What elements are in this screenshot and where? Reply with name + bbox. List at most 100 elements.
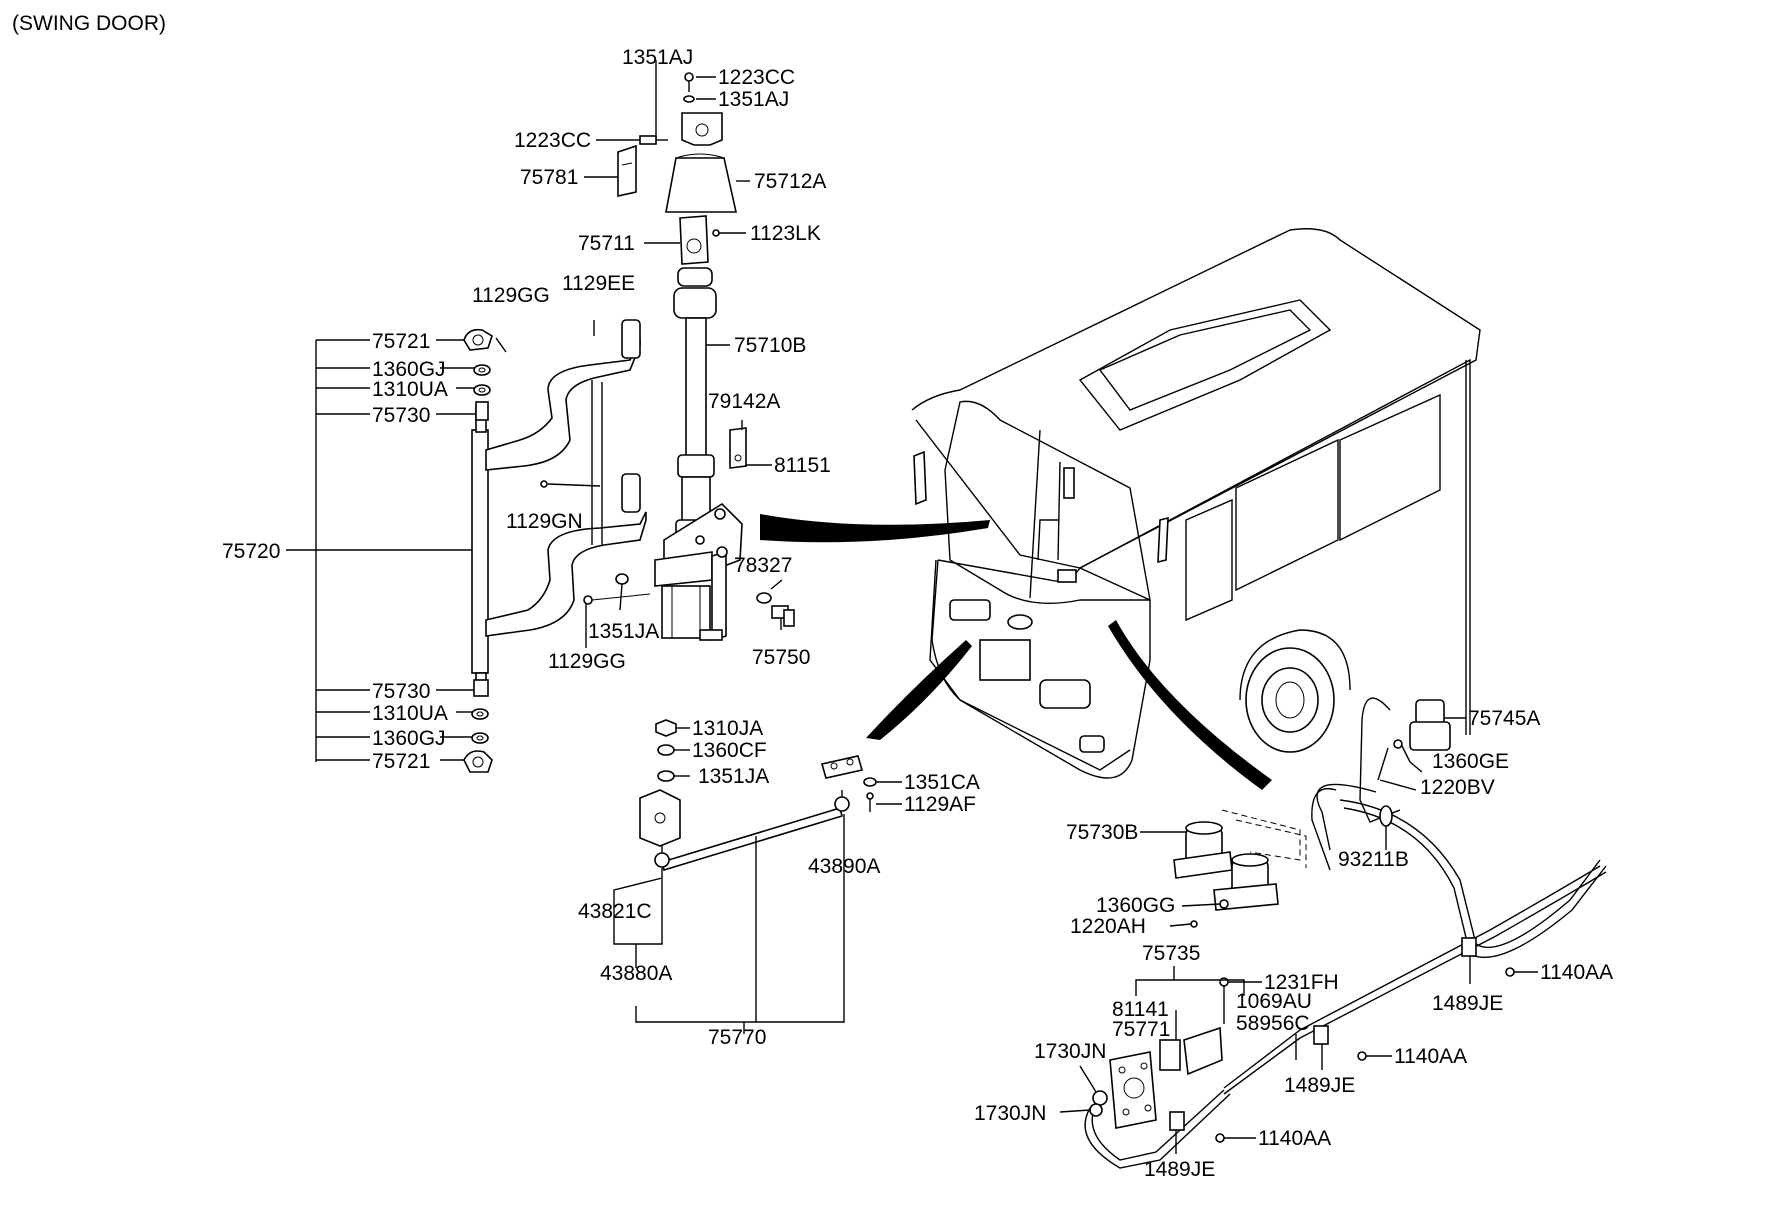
steering-column-assembly — [583, 60, 795, 648]
bracket-79142A — [729, 420, 772, 469]
label-1220AH: 1220AH — [1070, 915, 1146, 938]
bolt-1351JA — [615, 573, 629, 611]
washer-1310UA-bot — [471, 708, 489, 720]
label-1310UA-bot: 1310UA — [372, 702, 448, 725]
label-75770: 75770 — [708, 1026, 766, 1049]
label-1360CF: 1360CF — [692, 739, 767, 762]
label-75720: 75720 — [222, 540, 280, 563]
label-81151: 81151 — [774, 454, 831, 477]
label-43880A: 43880A — [600, 962, 672, 985]
label-1140AA-2: 1140AA — [1394, 1045, 1467, 1068]
bolt-1129GG-lower — [583, 593, 651, 648]
bracket-81141 — [1159, 1010, 1223, 1076]
bolt-1129AF — [866, 792, 902, 812]
label-1351CA: 1351CA — [904, 771, 980, 794]
washer-1351JA-low — [657, 770, 690, 782]
label-75745A: 75745A — [1468, 707, 1540, 730]
rod-end-75730-bot — [473, 679, 489, 697]
label-1310JA: 1310JA — [692, 717, 763, 740]
label-58956C: 58956C — [1236, 1012, 1310, 1035]
label-1360GJ-top: 1360GJ — [372, 358, 446, 381]
rod-end-75730-top — [475, 401, 489, 421]
washer-1351AJ-top — [683, 95, 716, 103]
label-1140AA-1: 1140AA — [1540, 961, 1613, 984]
label-1140AA-3: 1140AA — [1258, 1127, 1331, 1150]
bracket-upper-43890A — [820, 755, 864, 779]
label-75750: 75750 — [752, 646, 810, 669]
valve-body — [654, 502, 743, 642]
label-75735: 75735 — [1142, 942, 1200, 965]
link-rod-assembly — [613, 719, 902, 1034]
label-1129EE: 1129EE — [562, 272, 635, 295]
label-1069AU: 1069AU — [1236, 990, 1312, 1013]
pointer-arrows — [760, 514, 1272, 790]
bracket-lower — [639, 789, 681, 847]
label-1129GG-top: 1129GG — [472, 284, 550, 307]
label-81141: 81141 — [1112, 998, 1169, 1021]
label-75710B: 75710B — [734, 334, 806, 357]
union-93211B — [1379, 805, 1393, 850]
washer-1310UA-top — [473, 384, 491, 396]
valve-75730B — [1140, 809, 1307, 928]
diagram-title: (SWING DOOR) — [12, 12, 166, 35]
clip-1489JE-1 — [1461, 937, 1477, 984]
rod-ends — [463, 328, 507, 773]
washer-1360CF — [657, 744, 690, 756]
label-43890A: 43890A — [808, 855, 880, 878]
label-1489JE-2: 1489JE — [1284, 1074, 1355, 1097]
label-93211B: 93211B — [1338, 848, 1409, 871]
bracket-75720-leaders — [286, 339, 476, 762]
clip-1489JE-2 — [1313, 1025, 1329, 1070]
plate-75771 — [1109, 1051, 1157, 1129]
label-75771: 75771 — [1112, 1018, 1170, 1041]
label-75721-top: 75721 — [372, 330, 430, 353]
valve-75745A — [1377, 699, 1466, 791]
label-75781: 75781 — [520, 166, 578, 189]
label-1489JE-1: 1489JE — [1432, 992, 1503, 1015]
washer-1351CA — [863, 777, 902, 787]
label-75712A: 75712A — [754, 170, 826, 193]
label-75721-bot: 75721 — [372, 750, 430, 773]
label-1220BV: 1220BV — [1420, 776, 1495, 799]
label-78327: 78327 — [734, 554, 792, 577]
label-75730-bot: 75730 — [372, 680, 430, 703]
part-labels: 1351AJ 1223CC 1351AJ 1223CC 75781 75712A… — [222, 46, 1613, 1181]
washer-1360GJ-top — [473, 364, 491, 376]
air-system — [1059, 697, 1607, 1169]
label-1129GG-bot: 1129GG — [548, 650, 626, 673]
steering-cover-75712A — [665, 112, 750, 213]
label-1351JA-low: 1351JA — [698, 765, 769, 788]
clip-1489JE-3 — [1169, 1111, 1185, 1154]
label-1129GN: 1129GN — [506, 510, 583, 533]
label-1351AJ-top: 1351AJ — [622, 46, 693, 69]
door-rod-75720 — [471, 319, 647, 696]
label-75730B: 75730B — [1066, 821, 1138, 844]
bolt-1223CC-top — [684, 72, 716, 92]
grommet-1730JN-2 — [1059, 1103, 1103, 1117]
label-1129AF: 1129AF — [904, 793, 976, 816]
rod-75770 — [654, 790, 850, 872]
label-1223CC-right: 1223CC — [718, 66, 795, 89]
steering-shaft-75710B — [673, 267, 730, 537]
label-1351JA-mid: 1351JA — [588, 620, 659, 643]
bolt-1140AA-1 — [1505, 967, 1538, 977]
label-1123LK: 1123LK — [750, 222, 821, 245]
label-75711: 75711 — [578, 232, 635, 255]
washer-1360GJ-bot — [471, 732, 489, 744]
label-1360GJ-bot: 1360GJ — [372, 727, 446, 750]
label-1351AJ-right: 1351AJ — [718, 88, 789, 111]
label-43821C: 43821C — [578, 900, 652, 923]
label-1223CC-left: 1223CC — [514, 129, 591, 152]
grommet-1730JN-1 — [1079, 1065, 1108, 1106]
rod-end-75721-top — [463, 328, 507, 353]
label-1231FH: 1231FH — [1264, 971, 1339, 994]
label-1730JN-1: 1730JN — [1034, 1040, 1106, 1063]
label-1730JN-2: 1730JN — [974, 1102, 1046, 1125]
label-75730-top: 75730 — [372, 404, 430, 427]
bus-illustration — [911, 228, 1481, 779]
label-1360GE: 1360GE — [1432, 750, 1509, 773]
bolt-1231FH — [1219, 977, 1262, 1024]
bolt-1140AA-2 — [1357, 1051, 1392, 1061]
label-79142A: 79142A — [708, 390, 780, 413]
